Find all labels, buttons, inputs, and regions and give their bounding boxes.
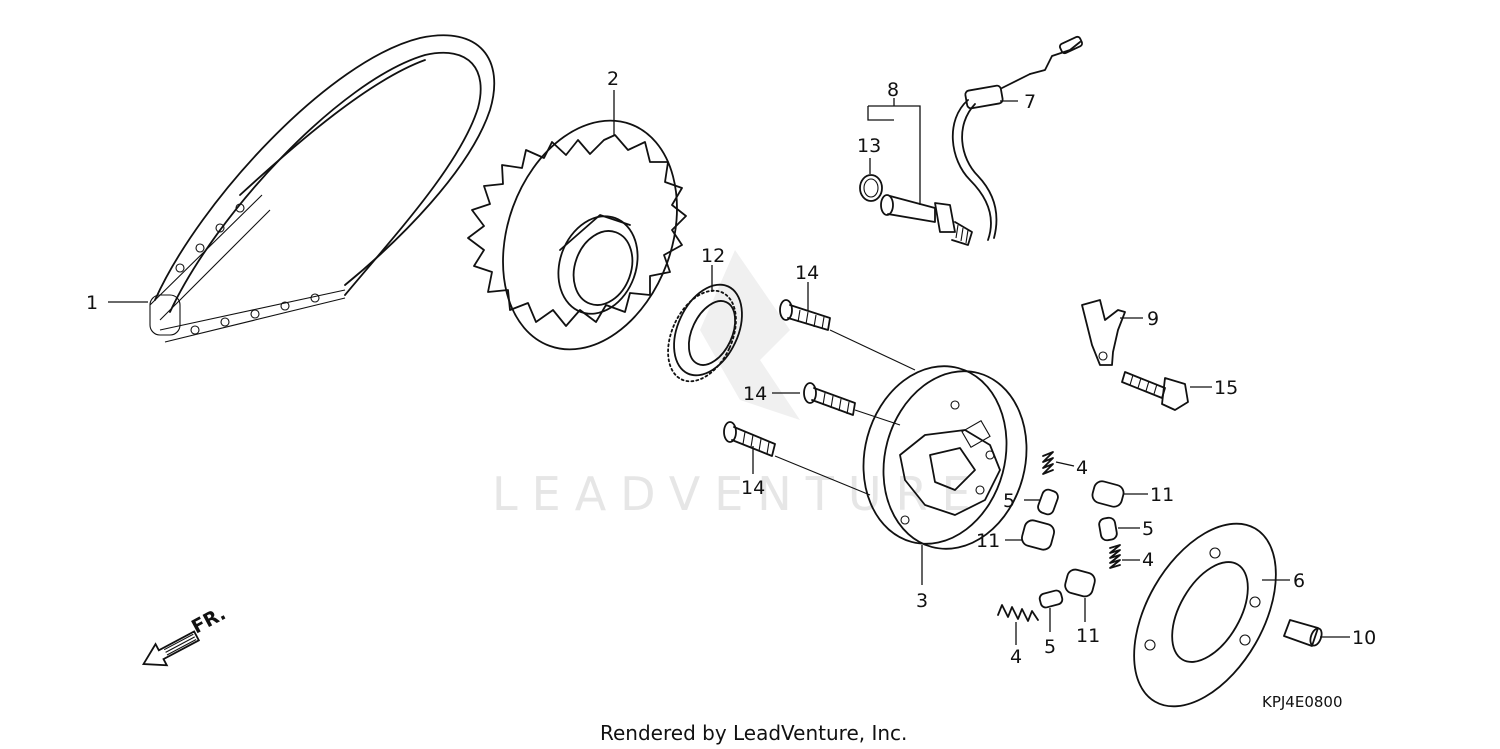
callout-14-lower: 14 xyxy=(741,477,765,499)
roller-upper[interactable] xyxy=(1091,479,1126,508)
side-plate[interactable] xyxy=(1105,499,1305,730)
callout-5-lower: 5 xyxy=(1044,636,1056,658)
front-direction-indicator: FR. xyxy=(141,602,229,667)
leader-lines xyxy=(108,90,1350,645)
oil-seal[interactable] xyxy=(655,274,756,392)
footer-credit: Rendered by LeadVenture, Inc. xyxy=(600,721,907,745)
callout-8: 8 xyxy=(887,79,899,101)
callout-14-middle: 14 xyxy=(743,383,767,405)
front-arrow-icon xyxy=(141,630,201,667)
callout-1: 1 xyxy=(86,292,98,314)
flange-bolt[interactable] xyxy=(1121,371,1189,411)
dowel-pin[interactable] xyxy=(1283,619,1324,647)
screw-upper[interactable] xyxy=(779,299,831,331)
callout-14-upper: 14 xyxy=(795,262,819,284)
watermark-text: LEADVENTURE xyxy=(492,467,985,521)
callout-5-upper: 5 xyxy=(1003,490,1015,512)
drive-chain[interactable] xyxy=(149,34,496,343)
screw-middle[interactable] xyxy=(803,382,856,416)
callout-7: 7 xyxy=(1024,91,1036,113)
callout-11-lower: 11 xyxy=(1076,625,1100,647)
callout-11-upper: 11 xyxy=(1150,484,1174,506)
diagram-code: KPJ4E0800 xyxy=(1262,693,1343,711)
o-ring[interactable] xyxy=(859,174,883,202)
callout-4-middle: 4 xyxy=(1142,549,1154,571)
plunger-upper[interactable] xyxy=(1036,488,1059,516)
chain-links xyxy=(149,194,346,343)
callout-6: 6 xyxy=(1293,570,1305,592)
callout-4-lower: 4 xyxy=(1010,646,1022,668)
spring-middle[interactable] xyxy=(1109,544,1121,569)
watermark: LEADVENTURE xyxy=(492,250,985,521)
roller-lower[interactable] xyxy=(1063,568,1096,598)
callout-15: 15 xyxy=(1214,377,1238,399)
callout-13: 13 xyxy=(857,135,881,157)
plunger-middle[interactable] xyxy=(1098,516,1118,542)
shaft[interactable] xyxy=(880,194,973,246)
screw-guide-lines xyxy=(774,329,916,496)
callout-5-middle: 5 xyxy=(1142,518,1154,540)
callout-2: 2 xyxy=(607,68,619,90)
spring-upper[interactable] xyxy=(1042,451,1054,475)
starter-clutch-outer[interactable] xyxy=(844,350,1046,565)
sensor-switch[interactable] xyxy=(951,35,1083,241)
callout-11-middle: 11 xyxy=(976,530,1000,552)
screw-lower[interactable] xyxy=(723,421,776,457)
callout-12: 12 xyxy=(701,245,725,267)
bracket[interactable] xyxy=(1081,299,1126,366)
callout-labels: 1 2 3 4 4 4 5 5 5 6 7 8 9 10 11 11 11 12… xyxy=(86,68,1376,668)
callout-9: 9 xyxy=(1147,308,1159,330)
driven-sprocket[interactable] xyxy=(467,96,707,374)
spring-lower[interactable] xyxy=(997,604,1039,622)
callout-4-upper: 4 xyxy=(1076,457,1088,479)
plunger-lower[interactable] xyxy=(1038,589,1064,609)
roller-middle[interactable] xyxy=(1020,519,1056,552)
callout-10: 10 xyxy=(1352,627,1376,649)
callout-3: 3 xyxy=(916,590,928,612)
